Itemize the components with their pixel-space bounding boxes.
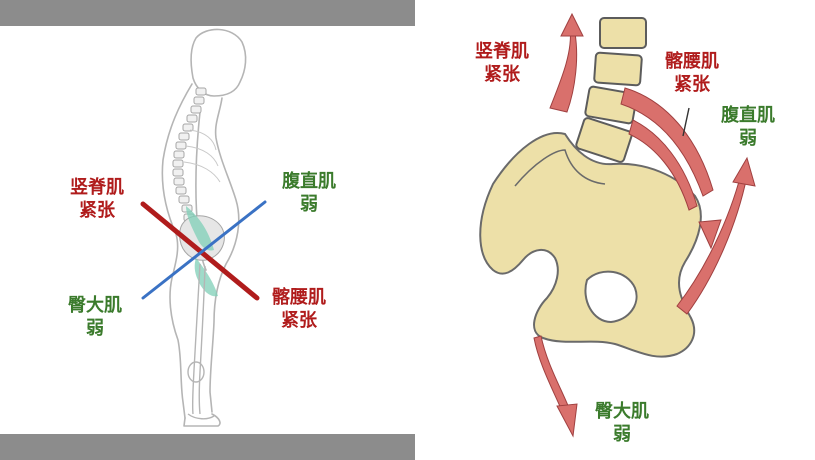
spine <box>172 87 207 222</box>
rectus-abdominis-arrow <box>676 156 756 315</box>
pelvis-ridge <box>514 149 606 187</box>
right-iliopsoas-label: 髂腰肌 紧张 <box>665 51 719 95</box>
pelvis-bone <box>479 132 702 358</box>
right-erector-spinae-label: 竖脊肌 紧张 <box>475 41 529 85</box>
gluteus-maximus-arrow <box>533 335 578 438</box>
leg-bones <box>187 263 215 420</box>
left-gluteus-maximus-label: 臀大肌 弱 <box>68 295 122 339</box>
top-gray-band <box>0 0 415 26</box>
vertebrae <box>575 17 647 163</box>
tight-muscles-line <box>140 201 260 301</box>
left-erector-spinae-label: 竖脊肌 紧张 <box>70 177 124 221</box>
right-rectus-abdominis-label: 腹直肌 弱 <box>721 105 775 149</box>
ribs <box>183 129 221 183</box>
erector-spinae-arrow <box>549 12 584 113</box>
bottom-gray-band <box>0 434 415 460</box>
weak-muscles-line <box>141 200 267 300</box>
posture-illustration <box>140 28 267 427</box>
obturator-foramen <box>584 270 638 324</box>
pelvis-region <box>179 206 225 297</box>
iliopsoas-muscle <box>620 87 722 250</box>
posture-panel: 竖脊肌 紧张 腹直肌 弱 臀大肌 弱 髂腰肌 紧张 <box>0 0 415 460</box>
pelvis-panel: 竖脊肌 紧张 髂腰肌 紧张 腹直肌 弱 臀大肌 弱 <box>415 0 815 460</box>
right-gluteus-maximus-label: 臀大肌 弱 <box>595 401 649 445</box>
pelvis-illustration <box>479 12 756 438</box>
left-rectus-abdominis-label: 腹直肌 弱 <box>282 171 336 215</box>
left-iliopsoas-label: 髂腰肌 紧张 <box>272 287 326 331</box>
